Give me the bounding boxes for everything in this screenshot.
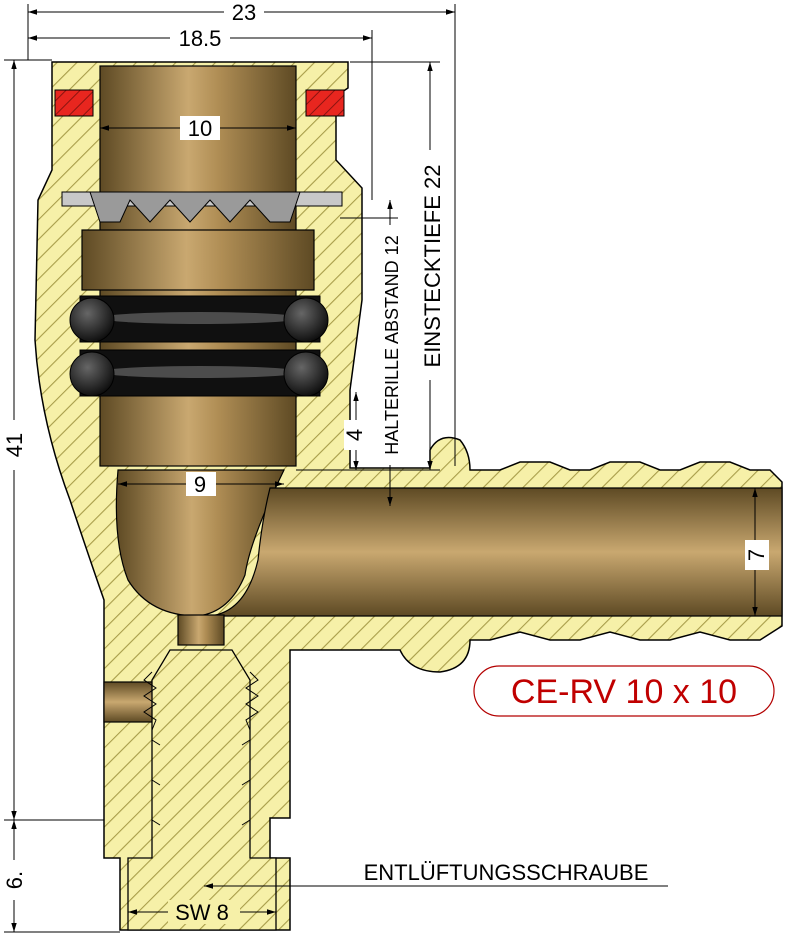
- product-name: CE-RV 10 x 10: [511, 673, 737, 711]
- o-rings: [69, 295, 329, 397]
- product-label: CE-RV 10 x 10: [473, 665, 775, 717]
- vent-screw: [127, 649, 277, 931]
- red-seals: [54, 89, 345, 117]
- dim-insertion-depth: EINSTECKTIEFE 22: [420, 165, 445, 368]
- dim-lower-height: 6.: [2, 871, 27, 889]
- vent-passage: [177, 614, 225, 646]
- dim-outlet-bore: 7: [744, 549, 769, 561]
- dim-retaining-groove: HALTERILLE ABSTAND 12: [382, 235, 402, 454]
- dim-small-offset: 4: [342, 429, 367, 441]
- dim-bore-bottom: 9: [194, 472, 206, 497]
- dim-total-height: 41: [2, 433, 27, 457]
- groove-ring: [81, 229, 315, 291]
- dim-bore-top: 10: [188, 116, 212, 141]
- retaining-ring: [61, 191, 343, 223]
- outlet-bore: [209, 487, 783, 617]
- dim-top-width: 18.5: [179, 26, 222, 51]
- dim-overall-width: 23: [232, 0, 256, 25]
- dimension-labels: 23 18.5 10 9 41 6. EINSTECKTIEFE 22 HALT…: [2, 0, 769, 925]
- vent-screw-label: ENTLÜFTUNGSSCHRAUBE: [364, 860, 649, 885]
- wrench-size-label: SW 8: [175, 900, 229, 925]
- side-vent-channel: [103, 681, 161, 723]
